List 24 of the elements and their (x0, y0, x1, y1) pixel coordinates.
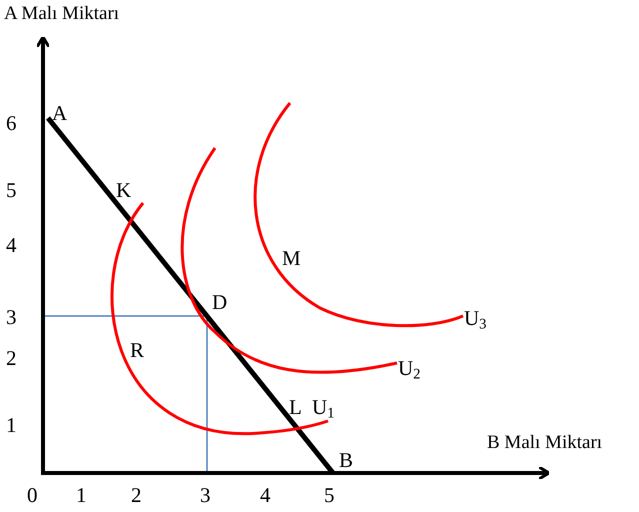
tick-label: 3 (200, 485, 210, 506)
point-label: A (52, 103, 68, 124)
tick-label: 6 (6, 113, 16, 134)
tick-label: 2 (131, 485, 142, 506)
point-label: L (289, 397, 302, 418)
tick-label: 2 (6, 348, 16, 369)
axis-title: B Malı Miktarı (487, 433, 602, 452)
point-label: D (212, 292, 228, 313)
tick-label: 1 (6, 415, 16, 436)
tick-label: 5 (6, 180, 16, 201)
tick-label: 0 (27, 485, 38, 506)
tick-label: 4 (6, 235, 16, 256)
curve-label: U$_{3}$ (464, 308, 487, 332)
tick-label: 5 (324, 485, 334, 506)
point-label: M (282, 248, 301, 269)
point-label: K (116, 180, 132, 201)
curve-label: U$_{1}$ (312, 397, 335, 422)
point-label: B (339, 450, 354, 471)
tick-label: 3 (6, 307, 16, 328)
point-label: R (130, 340, 144, 361)
tick-label: 1 (76, 485, 86, 506)
axis-title: A Malı Miktarı (4, 4, 120, 23)
tick-label: 4 (260, 485, 270, 506)
curve-label: U$_{2}$ (398, 358, 421, 382)
